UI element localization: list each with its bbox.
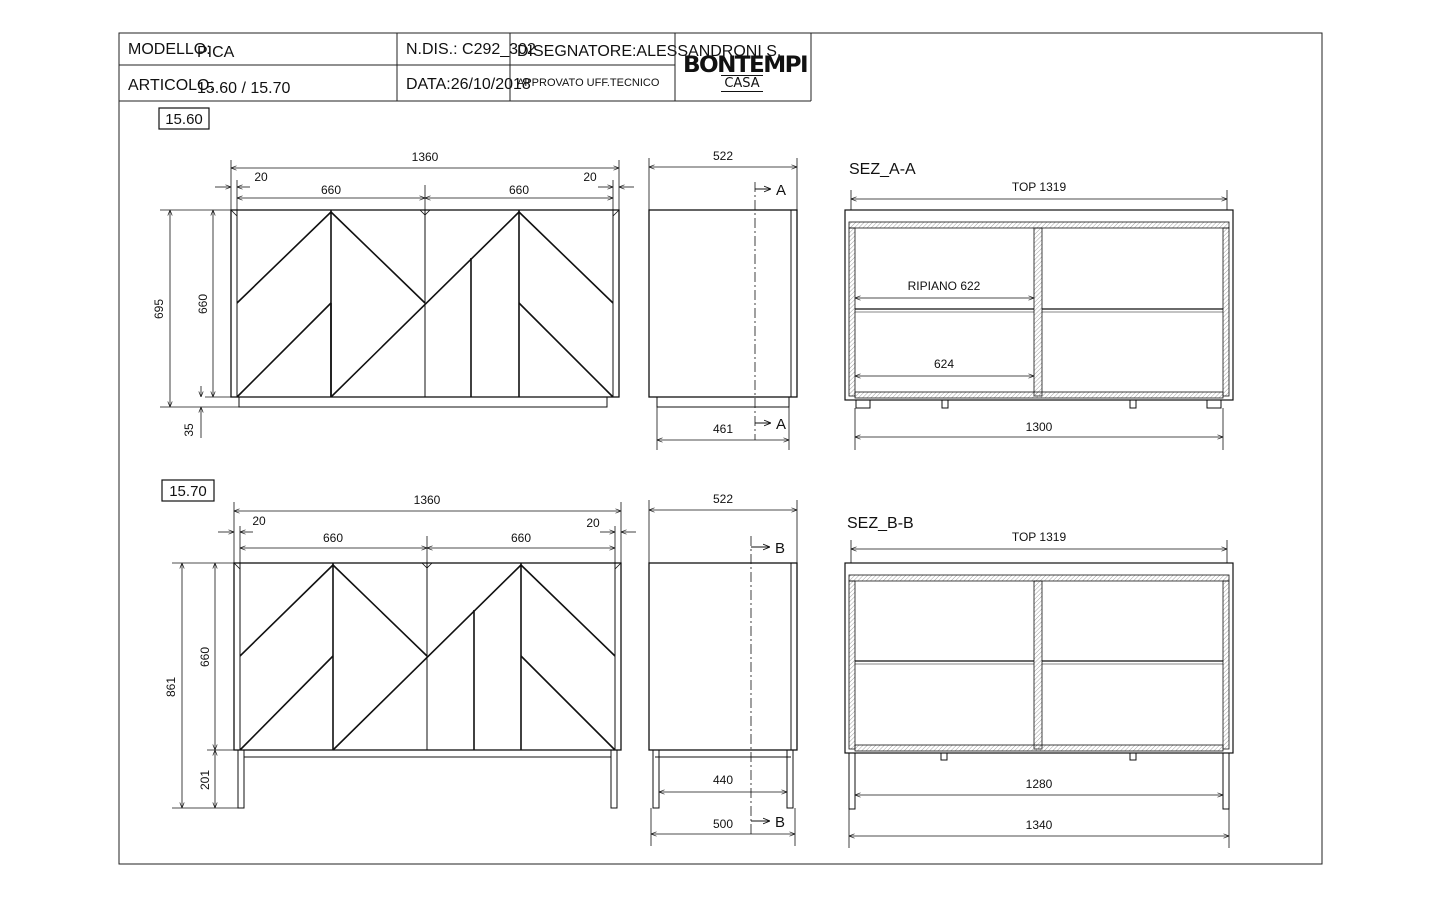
code-box-1560 — [158, 107, 210, 130]
section-mark-top-1560: A — [776, 182, 786, 199]
articolo-value: 15.60 / 15.70 — [197, 80, 291, 97]
dim-door-right-1570: 660 — [511, 531, 531, 545]
drawing-date: DATA:26/10/2018 — [406, 76, 531, 93]
section-title-b: SEZ_B-B — [847, 515, 914, 532]
dim-door-right-1560: 660 — [509, 183, 529, 197]
sheet-border — [118, 32, 1323, 865]
dim-side-left-1570: 20 — [252, 514, 266, 528]
dim-legs-1570: 201 — [198, 770, 212, 790]
front-dims-1560 — [160, 160, 634, 438]
dim-side-right-1570: 20 — [586, 516, 600, 530]
section-view-a — [844, 209, 1234, 409]
drawing-number: N.DIS.: C292_302 — [406, 41, 536, 58]
modello-label: MODELLO: — [128, 41, 211, 58]
code-1570: 15.70 — [169, 483, 207, 500]
dim-door-left-1570: 660 — [323, 531, 343, 545]
side-view-1570 — [648, 536, 798, 836]
section-mark-bottom-1570: B — [775, 814, 785, 831]
side-view-1560 — [648, 182, 798, 440]
dim-depth-1570: 522 — [713, 492, 733, 506]
dim-base-depth-1570: 500 — [713, 817, 733, 831]
dim-door-height-1560: 660 — [196, 294, 210, 314]
dim-inner-a: 624 — [934, 357, 954, 371]
front-view-1570 — [233, 562, 622, 809]
dim-side-right-1560: 20 — [583, 170, 597, 184]
designer: DISEGNATORE:ALESSANDRONI S. — [517, 43, 782, 60]
dim-side-left-1560: 20 — [254, 170, 268, 184]
section-dims-b — [848, 540, 1230, 848]
dim-top-b: TOP 1319 — [1012, 530, 1067, 544]
articolo-label: ARTICOLO: — [128, 77, 214, 94]
front-view-1560 — [230, 209, 620, 408]
dim-depth-1560: 522 — [713, 149, 733, 163]
front-dims-1570 — [172, 502, 636, 809]
dim-height-1560: 695 — [152, 299, 166, 319]
section-mark-top-1570: B — [775, 540, 785, 557]
dim-shelf-a: RIPIANO 622 — [908, 279, 981, 293]
dim-legs-depth-1570: 440 — [713, 773, 733, 787]
dim-plinth-1560: 35 — [182, 423, 196, 437]
dim-total-1570: 1360 — [414, 493, 441, 507]
dim-base-b: 1340 — [1026, 818, 1053, 832]
section-view-b — [844, 562, 1234, 810]
section-title-a: SEZ_A-A — [849, 161, 916, 178]
code-box-1570 — [161, 479, 215, 502]
dim-inner-b: 1280 — [1026, 777, 1053, 791]
dim-top-a: TOP 1319 — [1012, 180, 1067, 194]
logo-sub: CASA — [721, 75, 763, 92]
side-dims-1570 — [648, 500, 798, 846]
section-mark-bottom-1560: A — [776, 416, 786, 433]
section-dims-a — [850, 190, 1228, 450]
dim-inner-depth-1560: 461 — [713, 422, 733, 436]
side-dims-1560 — [648, 158, 798, 450]
title-block-grid — [119, 33, 812, 102]
code-1560: 15.60 — [165, 111, 203, 128]
bontempi-casa-logo: BONTEMPI CASA — [681, 53, 809, 93]
dim-height-1570: 861 — [164, 677, 178, 697]
dim-base-a: 1300 — [1026, 420, 1053, 434]
dim-total-1560: 1360 — [412, 150, 439, 164]
modello-value: PICA — [197, 44, 235, 61]
approval: APPROVATO UFF.TECNICO — [517, 77, 660, 89]
dim-door-left-1560: 660 — [321, 183, 341, 197]
dim-door-height-1570: 660 — [198, 647, 212, 667]
logo-wordmark: BONTEMPI — [682, 53, 809, 78]
